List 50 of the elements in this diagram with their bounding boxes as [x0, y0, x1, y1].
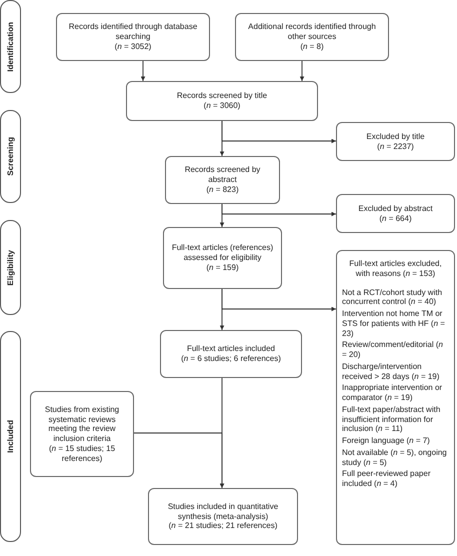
- stage-band: [0, 331, 21, 542]
- box-text: (n = 21 studies; 21 references): [168, 521, 278, 532]
- box-text: Excluded by title: [365, 132, 426, 142]
- box-text: Full-text articles included: [186, 344, 276, 354]
- process-box: [160, 330, 302, 378]
- box-text: (n = 2237): [376, 142, 415, 152]
- process-box: [336, 122, 455, 161]
- process-box: [30, 391, 134, 477]
- reason-text: Full peer-reviewed paper included (n = 4): [342, 469, 432, 489]
- reason-text: Not available (n = 5), ongoing study (n = 5): [342, 448, 448, 468]
- reason-text: Inappropriate intervention or comparator (n = 19): [342, 383, 444, 403]
- stage-label: Included: [6, 420, 15, 453]
- reason-text: Full-text paper/abstract with insufficient information for inclusion (n = 11): [342, 404, 442, 434]
- stage-band: [0, 0, 21, 93]
- stage-label: Screening: [6, 137, 15, 176]
- box-text: (n = 15 studies; 15 references): [48, 444, 116, 464]
- reason-text: Foreign language (n = 7): [342, 436, 431, 446]
- box-text: Excluded by abstract: [357, 204, 434, 214]
- reason-text: Review/comment/editorial (n = 20): [342, 340, 444, 360]
- box-text: (n = 6 studies; 6 references): [180, 354, 282, 364]
- process-box: [163, 227, 282, 289]
- process-box: [336, 194, 455, 233]
- box-text: Full-text articles excluded, with reasons (n = 153): [348, 259, 443, 278]
- box-text: (n = 8): [299, 42, 325, 52]
- box-text: Studies included in quantitative synthesis (meta-analysis): [166, 502, 280, 522]
- process-box: [336, 250, 455, 545]
- stage-label: Identification: [6, 22, 15, 72]
- arrow: [140, 60, 146, 82]
- arrow: [300, 60, 304, 82]
- box-text: (n = 3052): [114, 42, 152, 52]
- arrow: [222, 204, 336, 216]
- arrow: [222, 288, 336, 312]
- process-box: [235, 13, 389, 61]
- arrow: [222, 120, 336, 144]
- process-box: [56, 13, 210, 61]
- reason-text: Discharge/intervention received > 28 days (n = 19): [342, 362, 440, 382]
- box-text: (n = 823): [205, 184, 240, 195]
- process-box: [148, 488, 298, 545]
- reason-text: Not a RCT/cohort study with concurrent control (n = 40): [342, 288, 444, 307]
- process-box: [165, 156, 280, 204]
- arrow: [134, 432, 224, 488]
- box-text: Records screened by title: [176, 91, 268, 101]
- stage-band: [0, 220, 21, 315]
- process-box: [126, 81, 318, 121]
- box-text: (n = 664): [378, 214, 413, 224]
- reason-text: Intervention not home TM or STS for patients with HF (n = 23): [342, 309, 446, 338]
- box-text: (n = 3060): [202, 101, 242, 111]
- stage-label: Eligibility: [6, 250, 15, 286]
- stage-band: [0, 110, 21, 203]
- box-text: (n = 159): [205, 262, 240, 273]
